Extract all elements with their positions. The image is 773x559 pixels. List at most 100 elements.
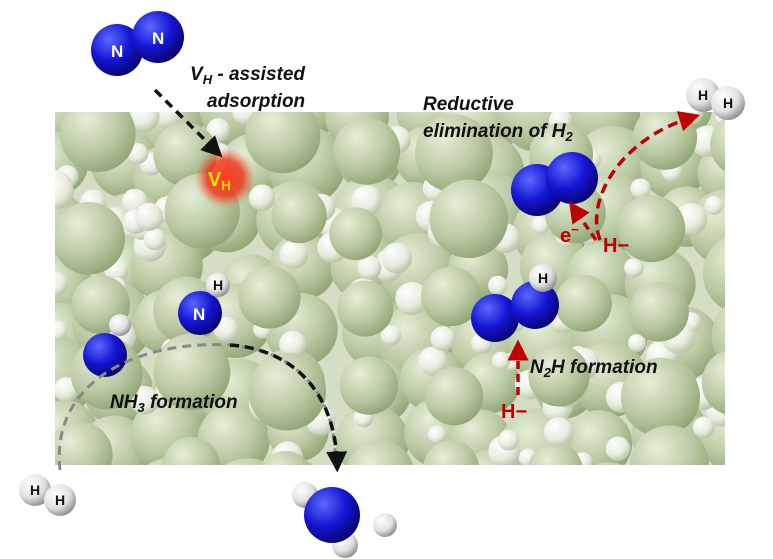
metal-atom	[423, 440, 479, 465]
electron-transfer-arrow	[568, 201, 598, 242]
metal-atom	[402, 469, 469, 536]
metal-atom	[424, 367, 484, 426]
metal-atom	[95, 470, 165, 540]
hydride-atom	[418, 346, 448, 376]
svg-text:N: N	[111, 42, 123, 61]
hydride-atom	[134, 202, 164, 231]
metal-atom	[710, 117, 725, 172]
h2-molecule-released: H H	[686, 78, 745, 120]
hydride-atom	[130, 385, 159, 415]
hydride-atom	[628, 333, 647, 353]
hydride-atom	[213, 316, 239, 342]
metal-atom	[55, 202, 126, 275]
svg-text:N: N	[193, 305, 205, 324]
hydride-atom	[380, 325, 402, 346]
hydride-atom	[357, 255, 382, 280]
hydrogen-vacancy-glow	[195, 148, 255, 208]
hydride-atom	[395, 281, 429, 315]
n2-molecule-gas: N N	[91, 11, 184, 76]
hydride-atom	[624, 258, 644, 278]
metal-atom	[347, 440, 414, 465]
metal-atom	[743, 436, 773, 490]
metal-atom	[147, 458, 186, 465]
metal-atom	[261, 450, 310, 465]
elimination-label: elimination of H2	[423, 121, 574, 144]
metal-atom	[617, 194, 686, 263]
reductive-label: Reductive	[423, 94, 514, 115]
metal-atom	[735, 265, 773, 344]
hydride-label-bottom: H−	[501, 401, 527, 423]
metal-atom	[711, 306, 725, 366]
vh-assisted-label: VH - assisted	[190, 64, 305, 87]
hydride-atom	[427, 425, 447, 444]
hydride-atom	[55, 175, 74, 209]
nh3-formation-path	[57, 343, 337, 471]
metal-atom	[528, 443, 583, 465]
metal-hydride-surface	[55, 112, 773, 540]
electron-label: e−	[560, 222, 579, 247]
metal-atom	[55, 421, 113, 465]
svg-text:H: H	[30, 482, 40, 498]
vacancy-label: VH	[208, 169, 231, 193]
metal-atom	[593, 462, 623, 465]
metal-atom	[248, 352, 327, 431]
h2-molecule-gas: H H	[19, 474, 76, 516]
metal-atom	[637, 454, 691, 465]
metal-atom	[632, 112, 698, 170]
hydride-atom	[605, 436, 631, 461]
metal-atom	[701, 350, 725, 415]
metal-atom	[329, 207, 382, 261]
hydride-atom	[692, 416, 715, 439]
svg-text:H: H	[538, 270, 548, 286]
metal-atom	[554, 274, 612, 332]
svg-text:H: H	[723, 95, 733, 111]
n2h-intermediate: H	[471, 264, 559, 342]
metal-atom	[528, 345, 590, 407]
hydride-atom	[430, 326, 456, 351]
n2h-formation-label: N2H formation	[530, 357, 658, 380]
hydride-atom	[55, 320, 68, 341]
hydride-atom	[279, 330, 307, 358]
hydride-atom	[488, 275, 508, 296]
metal-atom	[703, 237, 725, 310]
metal-atom	[708, 462, 773, 535]
nh-intermediate: N H	[178, 273, 230, 335]
n2-molecule-adsorbed	[511, 152, 598, 216]
nh3-formation-label: NH3 formation	[110, 392, 238, 415]
hydride-atom	[279, 240, 309, 269]
metal-atom	[339, 356, 399, 415]
hydride-atom	[704, 195, 724, 215]
nh3-release-arrow	[229, 343, 348, 473]
adsorption-label: adsorption	[207, 91, 305, 112]
nh3-molecule	[292, 482, 397, 558]
svg-text:H: H	[698, 87, 708, 103]
svg-text:H: H	[55, 492, 65, 508]
metal-atom	[224, 458, 271, 465]
metal-atom	[630, 425, 709, 465]
metal-atom	[333, 117, 401, 185]
metal-atom	[162, 436, 220, 465]
hydride-atom	[491, 351, 511, 370]
metal-atom	[429, 179, 509, 259]
hydride-atom	[630, 178, 651, 199]
metal-atom	[153, 333, 231, 411]
h2-elimination-arrow	[594, 111, 701, 241]
hydride-atom	[498, 429, 519, 451]
hydride-atom	[248, 184, 276, 211]
metal-atom	[629, 281, 689, 342]
hydride-atom	[143, 228, 166, 251]
hydride-label-top: H−	[603, 235, 629, 257]
metal-atom	[728, 192, 773, 245]
metal-atom	[238, 266, 301, 329]
hydride-atom	[381, 242, 413, 274]
svg-text:N: N	[152, 29, 164, 48]
metal-atom	[621, 357, 701, 437]
metal-atom	[271, 187, 327, 244]
metal-atom	[59, 112, 136, 172]
metal-atom	[421, 266, 481, 327]
metal-atom	[197, 403, 270, 465]
metal-atom	[337, 280, 394, 337]
hydride-atom	[543, 417, 574, 447]
hydride-atom	[531, 215, 550, 235]
